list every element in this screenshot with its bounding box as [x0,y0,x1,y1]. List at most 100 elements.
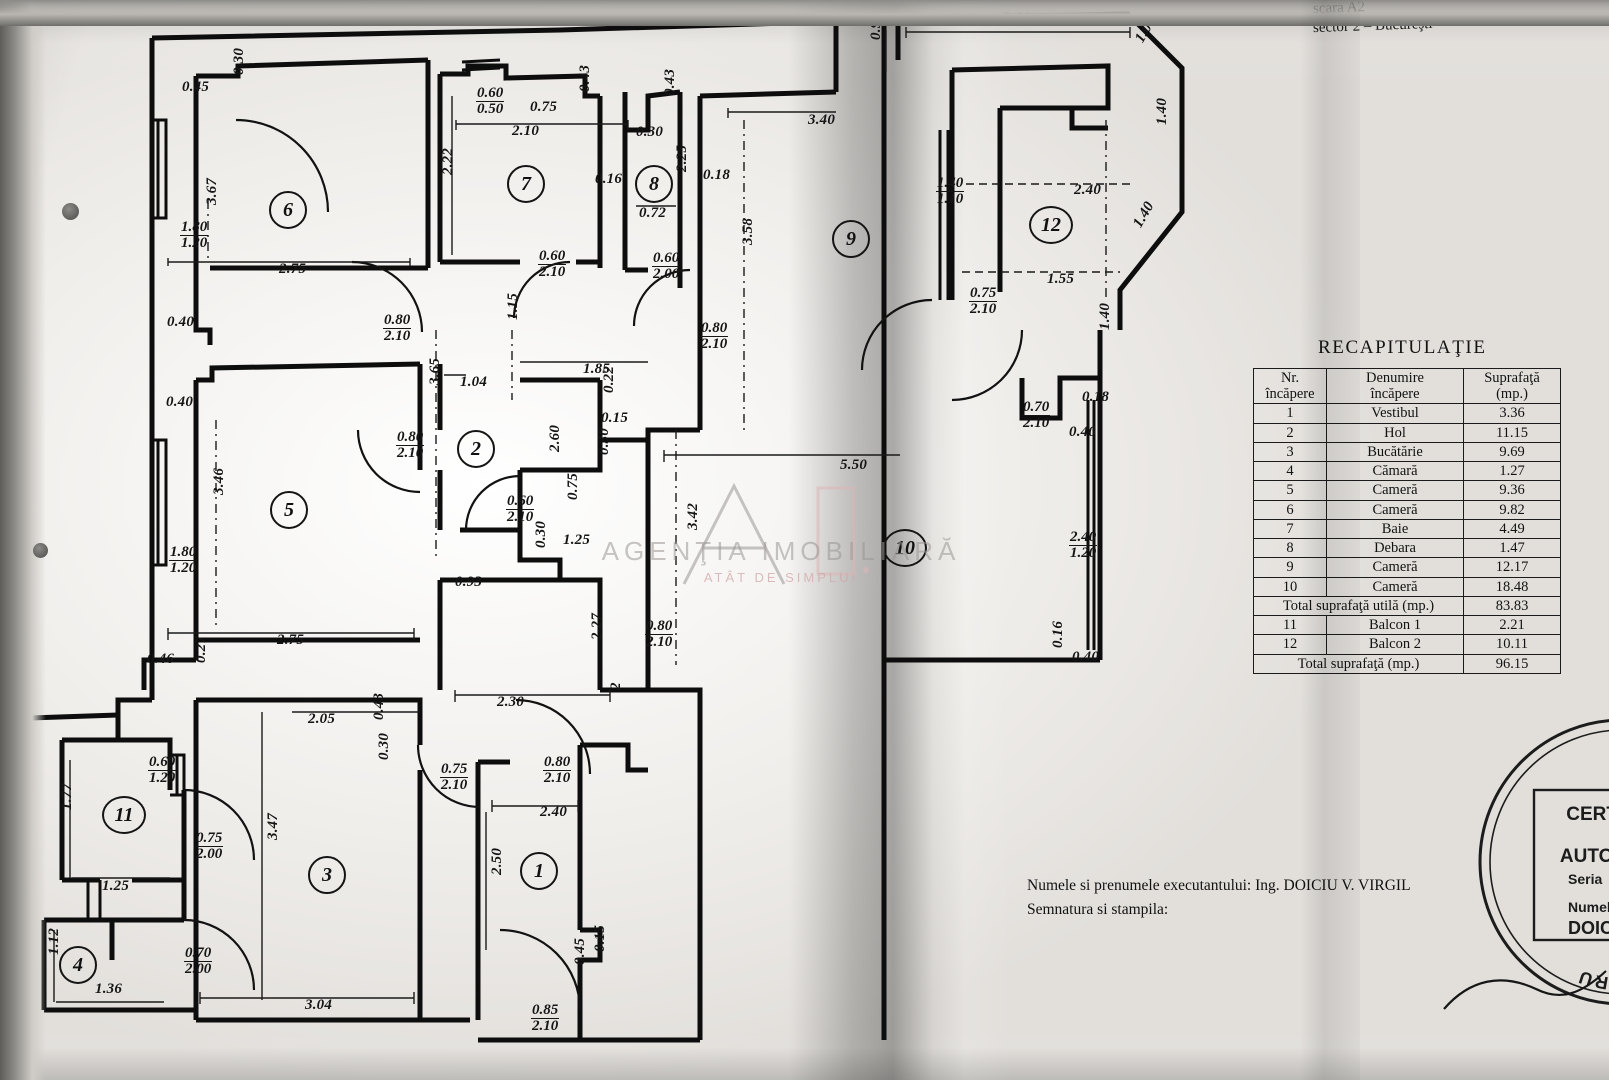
room-marker-11: 11 [102,796,146,834]
signature-line: Semnatura si stampila: [1027,901,1169,918]
dimension-label: 3.67 [204,177,220,205]
room-number: 9 [846,227,856,250]
dimension-label: 0.40 [1072,649,1100,665]
dimension-label: 0.18 [703,167,731,183]
room-number: 10 [895,536,915,559]
opening-width: 0.60 [652,250,681,267]
recap-cell-name: Cameră [1326,499,1464,520]
dimension-label: 0.30 [533,520,549,548]
opening-width: 0.75 [440,761,469,778]
recap-cell-area: 12.17 [1463,557,1561,578]
room-number: 2 [471,437,481,460]
dimension-label: 2.40 [1074,182,1102,198]
table-row: Total suprafaţă (mp.)96.15 [1253,653,1561,674]
dimension-label: 0.22 [601,365,617,393]
dimension-label: 3.65 [427,357,443,385]
dimension-label: 2.40 [540,804,568,820]
recap-cell-name: Cameră [1326,557,1464,578]
opening-width: 0.80 [383,312,412,329]
dimension-label: 0.40 [167,314,195,330]
recap-cell-nr: 4 [1253,461,1327,482]
opening-height: 1.20 [181,235,208,251]
opening-width: 0.85 [531,1002,560,1019]
recap-cell-name: Cămară [1326,461,1464,482]
recap-cell-area: 2.21 [1463,615,1561,636]
opening-height: 1.20 [1070,545,1097,561]
recap-cell-area: 10.11 [1463,634,1561,655]
recap-cell-nr: 7 [1253,518,1327,540]
dimension-label: 0.72 [639,205,667,221]
recap-cell-name: Cameră [1326,480,1464,501]
recap-cell-area: 11.15 [1463,422,1561,443]
opening-width: 0.60 [506,493,535,510]
recap-cell-nr: 9 [1253,557,1327,578]
opening-width: 0.75 [195,830,224,847]
room-number: 6 [283,198,293,221]
dimension-label: 1.12 [46,927,62,955]
dimension-label: 1.85 [583,361,611,377]
opening-width: 0.60 [148,754,177,771]
room-marker-6: 6 [269,191,307,229]
recap-cell-nr: 1 [1253,403,1327,424]
opening-width: 0.80 [543,754,572,771]
dimension-label: 0.40 [1069,424,1097,440]
opening-width: 0.75 [969,285,998,302]
recap-total-label: Total suprafaţă (mp.) [1253,653,1464,674]
opening-height: 2.10 [507,509,534,525]
stamp-line3: Seria [1568,871,1602,887]
dimension-label: 1.40 [1097,302,1113,330]
dimension-label: 0.75 [565,472,581,500]
room-marker-1: 1 [520,852,558,890]
opening-height: 1.20 [170,560,197,576]
stamp-line5: DOICIU [1568,918,1609,938]
opening-height: 2.10 [1023,415,1050,431]
dimension-label: 0.93 [455,574,483,590]
recap-cell-name: Bucătărie [1326,441,1464,463]
recap-cell-nr: 5 [1253,480,1327,501]
opening-height: 1.10 [937,191,964,207]
room-number: 11 [114,803,134,826]
opening-width: 2.40 [1069,529,1098,546]
dimension-label: 2.25 [674,144,690,172]
room-marker-2: 2 [457,430,495,468]
dimension-label: 1.40 [1154,97,1170,125]
room-number: 4 [73,953,83,976]
dimension-label: 0.30 [376,732,392,760]
dimension-label: 2.50 [489,847,505,875]
room-number: 3 [322,863,332,886]
dimension-label: 0.43 [371,692,387,720]
dimension-label: 0.18 [1082,389,1110,405]
recap-header-nr: Nr.încăpere [1253,367,1327,405]
dimension-label: 0.40 [166,394,194,410]
dimension-label: 0.30 [596,427,612,455]
stamp-line4: Numele [1568,899,1609,915]
room-marker-8: 8 [635,165,673,203]
opening-height: 2.10 [646,634,673,650]
dimension-label: 3.58 [740,217,756,245]
room-marker-4: 4 [59,946,97,984]
room-marker-12: 12 [1029,206,1073,244]
dimension-label: 0.45 [572,937,588,965]
opening-height: 2.10 [539,264,566,280]
dimension-label: 3.42 [685,502,701,530]
recap-cell-area: 9.36 [1463,480,1561,501]
opening-height: 2.10 [701,336,728,352]
recap-cell-area: 1.27 [1463,461,1561,482]
recap-cell-area: 18.48 [1463,576,1561,597]
recap-cell-nr: 2 [1253,422,1327,443]
